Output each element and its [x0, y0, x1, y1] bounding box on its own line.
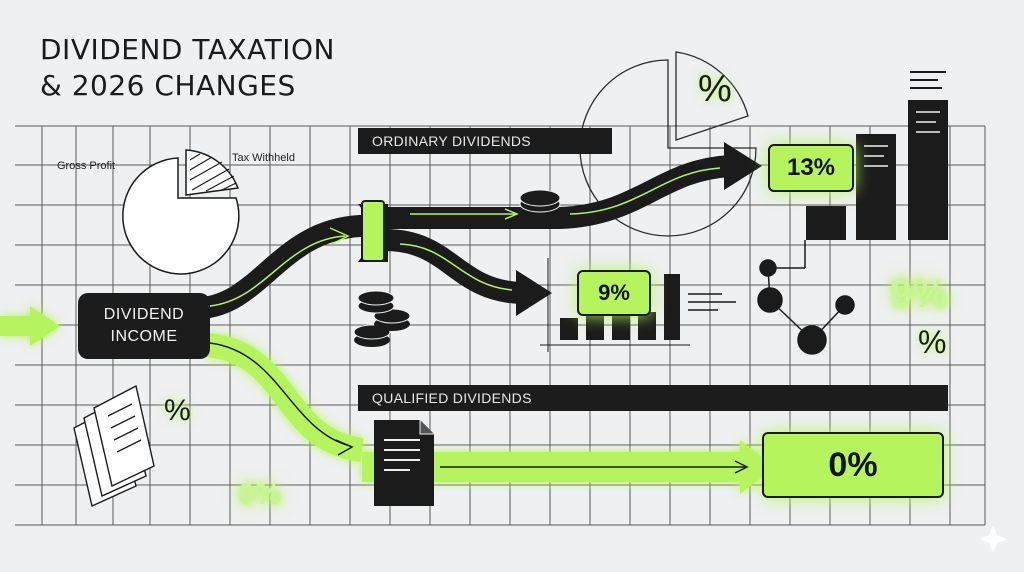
qualified-rate-box: 0% — [762, 432, 944, 498]
title-line-1: DIVIDEND TAXATION — [40, 33, 335, 66]
coin-stack-icon — [353, 290, 411, 347]
input-arrow — [0, 306, 60, 346]
document-icon — [374, 420, 434, 506]
large-bar-chart — [806, 71, 948, 240]
ordinary-rate-low-box: 9% — [577, 270, 651, 316]
network-icon — [688, 240, 855, 355]
pie-label-gross-profit: Gross Profit — [57, 160, 116, 172]
papers-icon — [73, 384, 155, 507]
coin-icon — [519, 189, 561, 220]
ordinary-rate-high-box: 13% — [768, 144, 854, 192]
title-line-2: & 2026 CHANGES — [40, 69, 296, 102]
page-title: DIVIDEND TAXATION & 2026 CHANGES — [40, 32, 335, 104]
income-line-1: DIVIDEND — [103, 306, 185, 323]
percent-decoration-top: % — [698, 68, 732, 110]
ordinary-rate-high: 13% — [786, 154, 836, 181]
ordinary-rate-low: 9% — [598, 280, 630, 305]
dividend-income-node: DIVIDEND INCOME — [78, 293, 210, 359]
income-line-2: INCOME — [110, 328, 178, 345]
pie-chart-icon — [122, 149, 240, 275]
pie-label-tax-withheld: Tax Withheld — [232, 152, 295, 164]
qualified-rate: 0% — [828, 445, 878, 484]
percent-decoration-right-glow: 9% — [890, 272, 948, 316]
percent-decoration-left: % — [164, 394, 191, 427]
qualified-flow-path — [203, 333, 364, 462]
percent-decoration-right-small: % — [918, 324, 947, 360]
qualified-dividends-banner: QUALIFIED DIVIDENDS — [358, 385, 948, 411]
sparkle-icon — [979, 525, 1007, 553]
ordinary-dividends-banner: ORDINARY DIVIDENDS — [358, 128, 612, 154]
percent-decoration-bottom-left: 0% — [238, 478, 282, 511]
lower-branch-path — [384, 229, 521, 304]
